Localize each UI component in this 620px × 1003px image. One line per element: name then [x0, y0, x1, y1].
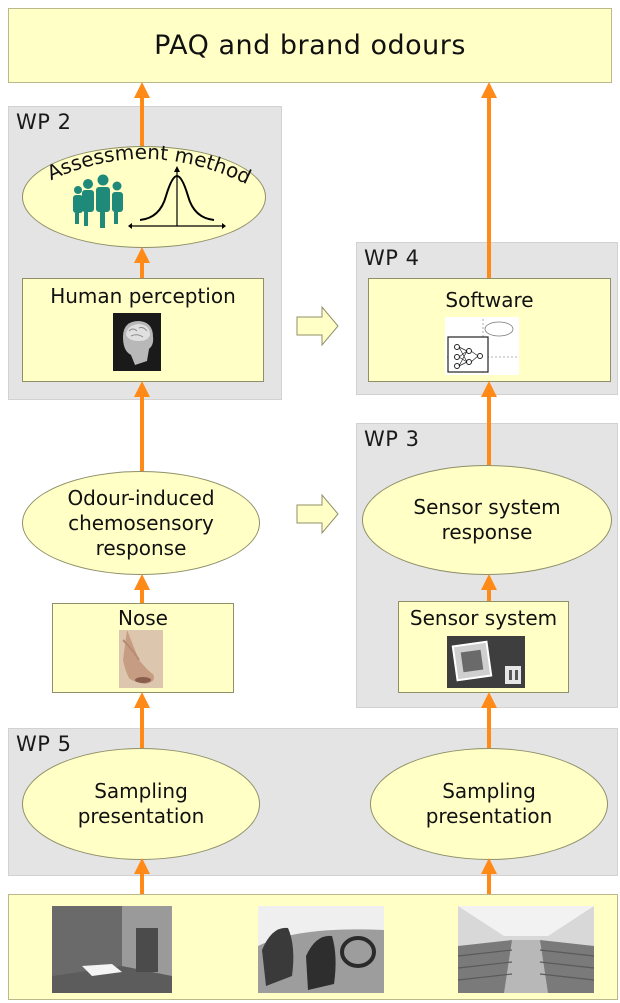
block-arrow-odour-to-sensor-response — [296, 493, 339, 535]
sensor-response-ellipse: Sensor system response — [362, 465, 612, 575]
nose-image — [119, 630, 163, 688]
sampling-left-line2: presentation — [77, 804, 205, 828]
wp5-label: WP 5 — [16, 732, 72, 756]
aircraft-cabin-photo — [458, 906, 594, 993]
human-perception-box: Human perception — [22, 278, 264, 382]
sensor-system-box: Sensor system — [398, 601, 569, 693]
room-interior-photo — [52, 906, 172, 993]
odour-response-line1: Odour-induced — [67, 485, 215, 510]
wp4-label: WP 4 — [364, 246, 420, 270]
title-band: PAQ and brand odours — [8, 8, 612, 83]
sampling-presentation-right-ellipse: Sampling presentation — [370, 748, 608, 860]
nose-label: Nose — [118, 606, 168, 630]
block-arrow-perception-to-software — [296, 305, 339, 347]
human-perception-label: Human perception — [50, 284, 236, 308]
software-box: Software — [368, 278, 611, 382]
sensor-system-label: Sensor system — [409, 606, 558, 630]
neural-network-image — [445, 317, 519, 375]
software-label: Software — [445, 288, 534, 312]
wp3-label: WP 3 — [364, 427, 420, 451]
sensor-response-line1: Sensor system — [413, 495, 561, 519]
diagram-title: PAQ and brand odours — [154, 30, 466, 61]
sampling-right-line2: presentation — [425, 804, 553, 828]
car-interior-photo — [258, 906, 384, 993]
sampling-left-line1: Sampling — [94, 779, 188, 803]
sampling-right-line1: Sampling — [442, 779, 536, 803]
odour-response-line3: response — [95, 535, 187, 560]
sampling-presentation-left-ellipse: Sampling presentation — [22, 748, 260, 860]
assessment-method-label: Assessment method — [43, 140, 255, 189]
brain-image — [113, 313, 161, 371]
people-group-icon — [73, 174, 123, 228]
odour-response-line2: chemosensory — [68, 510, 214, 535]
sensor-chip-image — [447, 636, 525, 688]
bell-curve-icon — [128, 166, 226, 229]
wp2-label: WP 2 — [16, 110, 72, 134]
nose-box: Nose — [52, 603, 234, 693]
sensor-response-line2: response — [441, 520, 533, 544]
